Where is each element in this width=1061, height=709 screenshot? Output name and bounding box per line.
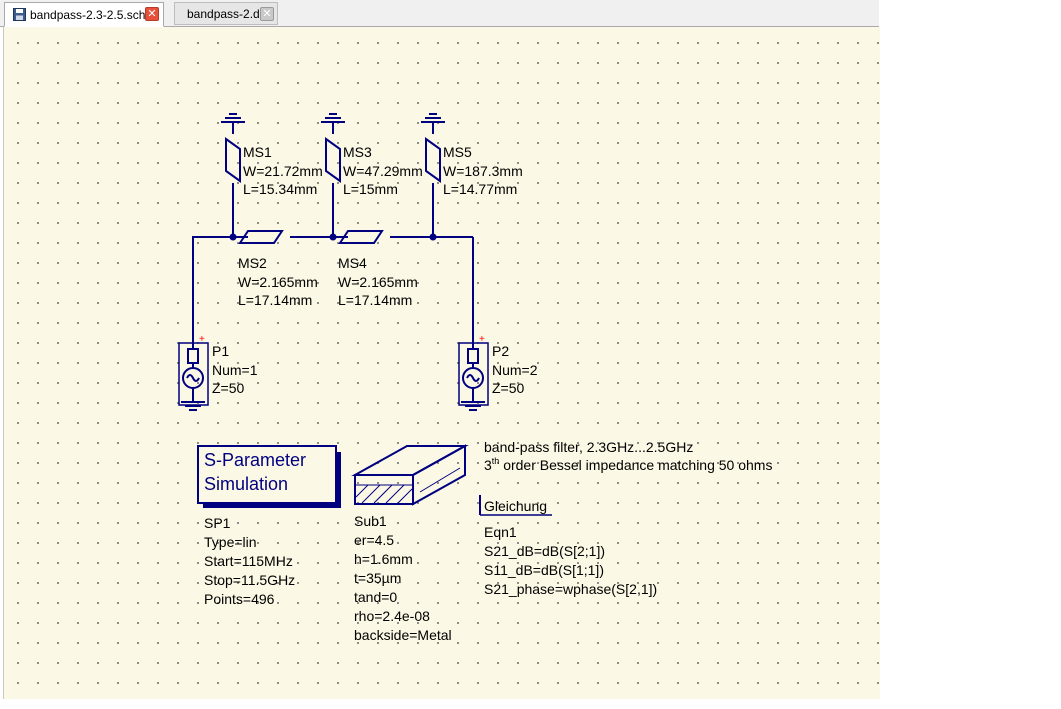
schematic-canvas[interactable]	[3, 27, 880, 699]
ms1-name: MS1	[243, 144, 272, 160]
p2-name: P2	[492, 343, 509, 359]
p1-plus: +	[199, 334, 205, 345]
sim-type: Type=lin	[204, 534, 257, 550]
ms1-w: W=21.72mm	[243, 163, 323, 179]
description-line1: band-pass filter, 2.3GHz...2.5GHz	[484, 439, 693, 455]
ms2-name: MS2	[238, 255, 267, 271]
sub-backside: backside=Metal	[354, 627, 452, 643]
close-icon[interactable]: ✕	[145, 7, 159, 21]
substrate[interactable]: Sub1 er=4.5 h=1.6mm t=35µm tand=0 rho=2.…	[351, 444, 469, 643]
ms5-name: MS5	[443, 144, 472, 160]
p2-num: Num=2	[492, 362, 538, 378]
sim-stop: Stop=11.5GHz	[204, 572, 295, 588]
sub-rho: rho=2.4e-08	[354, 608, 430, 624]
component-p1[interactable]: + P1 Num=1 Z=50	[178, 334, 258, 411]
description-text[interactable]: band-pass filter, 2.3GHz...2.5GHz 3th or…	[484, 439, 772, 473]
wires	[192, 183, 474, 342]
sub-t: t=35µm	[354, 570, 401, 586]
equation-s21-db: S21_dB=dB(S[2;1])	[484, 543, 605, 559]
ms3-l: L=15mm	[343, 181, 398, 197]
p1-num: Num=1	[212, 362, 258, 378]
equation-title: Gleichung	[484, 498, 547, 514]
tab-dpl[interactable]: bandpass-2.dpl ✕	[174, 2, 278, 25]
ms3-name: MS3	[343, 144, 372, 160]
floppy-disk-icon	[13, 8, 26, 21]
p2-plus: +	[479, 334, 485, 345]
ms3-w: W=47.29mm	[343, 163, 423, 179]
equation-block[interactable]: Gleichung Eqn1 S21_dB=dB(S[2;1]) S11_dB=…	[479, 495, 657, 597]
sub-h: h=1.6mm	[354, 551, 413, 567]
ms4-w: W=2.165mm	[338, 274, 418, 290]
junctions	[229, 233, 437, 241]
ms2-w: W=2.165mm	[238, 274, 318, 290]
ms5-w: W=187.3mm	[443, 163, 523, 179]
ms4-l: L=17.14mm	[338, 292, 412, 308]
tab-label: bandpass-2.dpl	[187, 6, 270, 21]
component-ms5[interactable]: MS5 W=187.3mm L=14.77mm	[420, 113, 523, 197]
ms4-name: MS4	[338, 255, 367, 271]
sim-name: SP1	[204, 515, 231, 531]
equation-name: Eqn1	[484, 524, 517, 540]
sim-points: Points=496	[204, 591, 275, 607]
equation-s21-phase: S21_phase=wphase(S[2,1])	[484, 581, 657, 597]
tab-bar: bandpass-2.3-2.5.sch ✕ bandpass-2.dpl ✕	[0, 0, 879, 27]
component-ms1[interactable]: MS1 W=21.72mm L=15.34mm	[220, 113, 323, 197]
sim-box-line1: S-Parameter	[204, 450, 306, 470]
sparameter-simulation[interactable]: S-Parameter Simulation SP1 Type=lin Star…	[197, 445, 341, 607]
component-ms2[interactable]: MS2 W=2.165mm L=17.14mm	[238, 230, 318, 308]
component-ms4[interactable]: MS4 W=2.165mm L=17.14mm	[338, 230, 418, 308]
sub-er: er=4.5	[354, 532, 394, 548]
ms5-l: L=14.77mm	[443, 181, 517, 197]
p1-z: Z=50	[212, 380, 245, 396]
component-ms3[interactable]: MS3 W=47.29mm L=15mm	[320, 113, 423, 197]
ms2-l: L=17.14mm	[238, 292, 312, 308]
equation-s11-db: S11_dB=dB(S[1;1])	[484, 562, 604, 578]
p1-name: P1	[212, 343, 229, 359]
sub-name: Sub1	[354, 513, 387, 529]
description-line2: 3th order Bessel impedance matching 50 o…	[484, 456, 772, 473]
p2-z: Z=50	[492, 380, 525, 396]
tab-label: bandpass-2.3-2.5.sch	[30, 7, 146, 22]
sim-box-line2: Simulation	[204, 474, 288, 494]
sub-tand: tand=0	[354, 589, 397, 605]
ms1-l: L=15.34mm	[243, 181, 317, 197]
component-p2[interactable]: + P2 Num=2 Z=50	[458, 334, 538, 411]
tab-schematic[interactable]: bandpass-2.3-2.5.sch ✕	[4, 2, 164, 27]
close-icon[interactable]: ✕	[260, 7, 274, 21]
sim-start: Start=115MHz	[204, 553, 293, 569]
